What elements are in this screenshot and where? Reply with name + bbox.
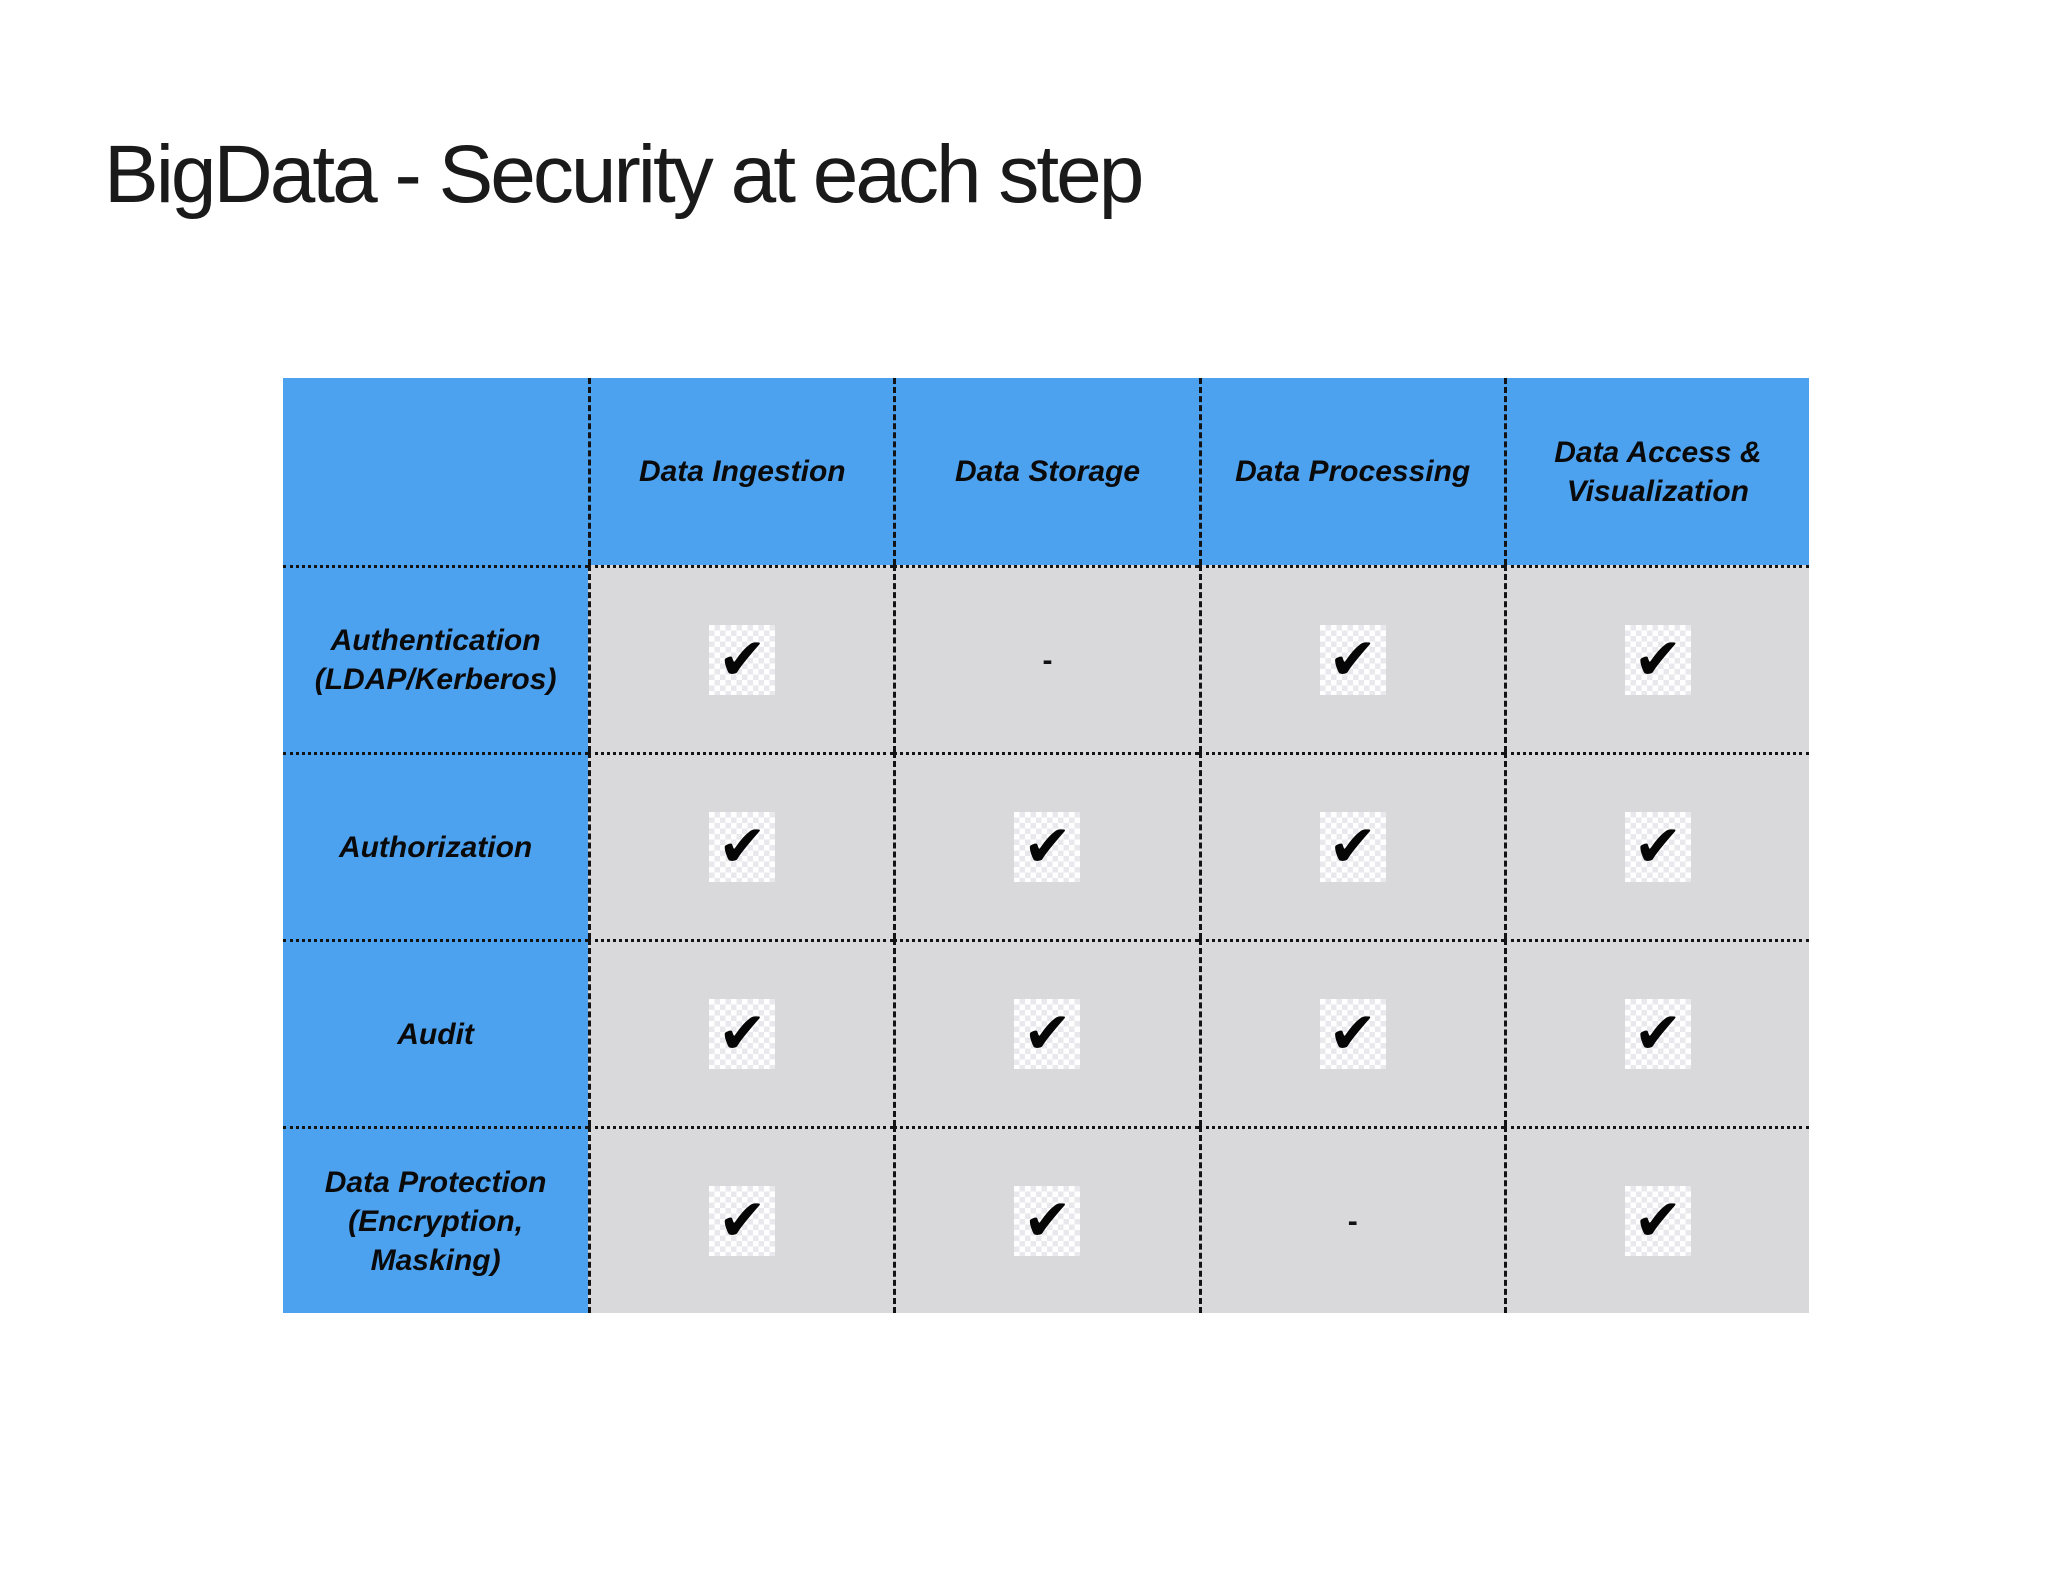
cell-authorization-data-ingestion: ✔ (588, 752, 894, 939)
page-title: BigData - Security at each step (104, 129, 1144, 220)
check-icon: ✔ (709, 999, 776, 1069)
column-header-data-storage: Data Storage (893, 378, 1199, 565)
check-icon: ✔ (1624, 625, 1691, 695)
dash-mark: - (1347, 1204, 1358, 1238)
check-icon: ✔ (1319, 812, 1386, 882)
cell-authentication-data-processing: ✔ (1198, 565, 1504, 752)
dash-mark: - (1042, 643, 1053, 677)
cell-data-protection-data-access: ✔ (1503, 1126, 1809, 1313)
check-icon: ✔ (709, 812, 776, 882)
check-icon: ✔ (1014, 999, 1081, 1069)
check-icon: ✔ (709, 1186, 776, 1256)
check-icon: ✔ (1624, 1186, 1691, 1256)
cell-data-protection-data-processing: - (1198, 1126, 1504, 1313)
cell-authentication-data-ingestion: ✔ (588, 565, 894, 752)
check-icon: ✔ (1624, 999, 1691, 1069)
check-icon: ✔ (1624, 812, 1691, 882)
check-icon: ✔ (1319, 625, 1386, 695)
check-icon: ✔ (1014, 812, 1081, 882)
column-header-data-processing: Data Processing (1198, 378, 1504, 565)
cell-authorization-data-storage: ✔ (893, 752, 1199, 939)
cell-authorization-data-access: ✔ (1503, 752, 1809, 939)
row-label-authorization: Authorization (283, 752, 589, 939)
check-icon: ✔ (709, 625, 776, 695)
row-label-audit: Audit (283, 939, 589, 1126)
corner-cell (283, 378, 589, 565)
cell-data-protection-data-storage: ✔ (893, 1126, 1199, 1313)
cell-data-protection-data-ingestion: ✔ (588, 1126, 894, 1313)
column-header-data-ingestion: Data Ingestion (588, 378, 894, 565)
cell-authentication-data-access: ✔ (1503, 565, 1809, 752)
cell-authentication-data-storage: - (893, 565, 1199, 752)
cell-audit-data-ingestion: ✔ (588, 939, 894, 1126)
cell-audit-data-access: ✔ (1503, 939, 1809, 1126)
security-matrix-table: Data Ingestion Data Storage Data Process… (283, 378, 1809, 1313)
cell-authorization-data-processing: ✔ (1198, 752, 1504, 939)
column-header-data-access-visualization: Data Access & Visualization (1503, 378, 1809, 565)
cell-audit-data-processing: ✔ (1198, 939, 1504, 1126)
check-icon: ✔ (1319, 999, 1386, 1069)
cell-audit-data-storage: ✔ (893, 939, 1199, 1126)
row-label-data-protection: Data Protection (Encryption, Masking) (283, 1126, 589, 1313)
row-label-authentication: Authentication (LDAP/Kerberos) (283, 565, 589, 752)
check-icon: ✔ (1014, 1186, 1081, 1256)
